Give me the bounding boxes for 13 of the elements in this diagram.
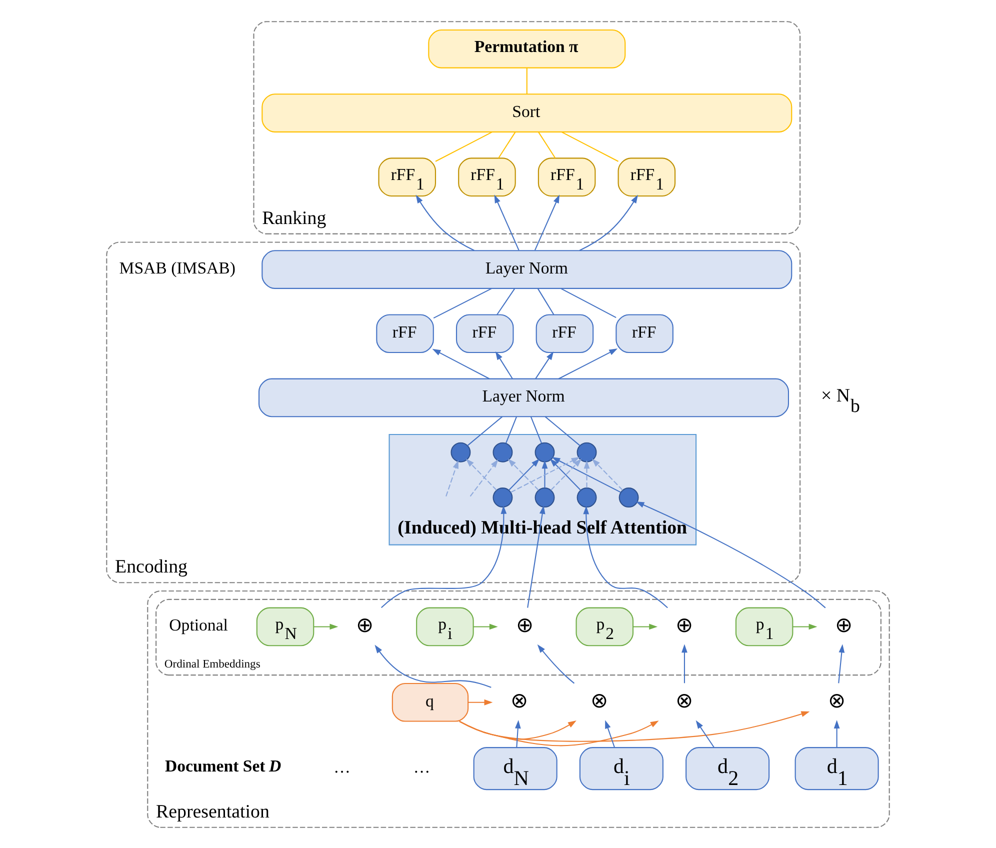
label: … <box>413 757 430 776</box>
node-text: ⊗ <box>828 688 846 712</box>
node-text: ⊕ <box>356 612 374 636</box>
label: Document Set D <box>164 756 282 776</box>
node-text: ⊕ <box>835 612 854 636</box>
node-text: ⊕ <box>516 612 534 636</box>
node-text: ⊕ <box>676 612 694 636</box>
label: MSAB (IMSAB) <box>119 258 236 278</box>
node-text: ⊗ <box>510 688 529 712</box>
label: … <box>334 757 350 776</box>
label: Optional <box>169 615 228 634</box>
node-text: ⊗ <box>676 688 694 712</box>
node-text: ⊗ <box>590 688 608 712</box>
